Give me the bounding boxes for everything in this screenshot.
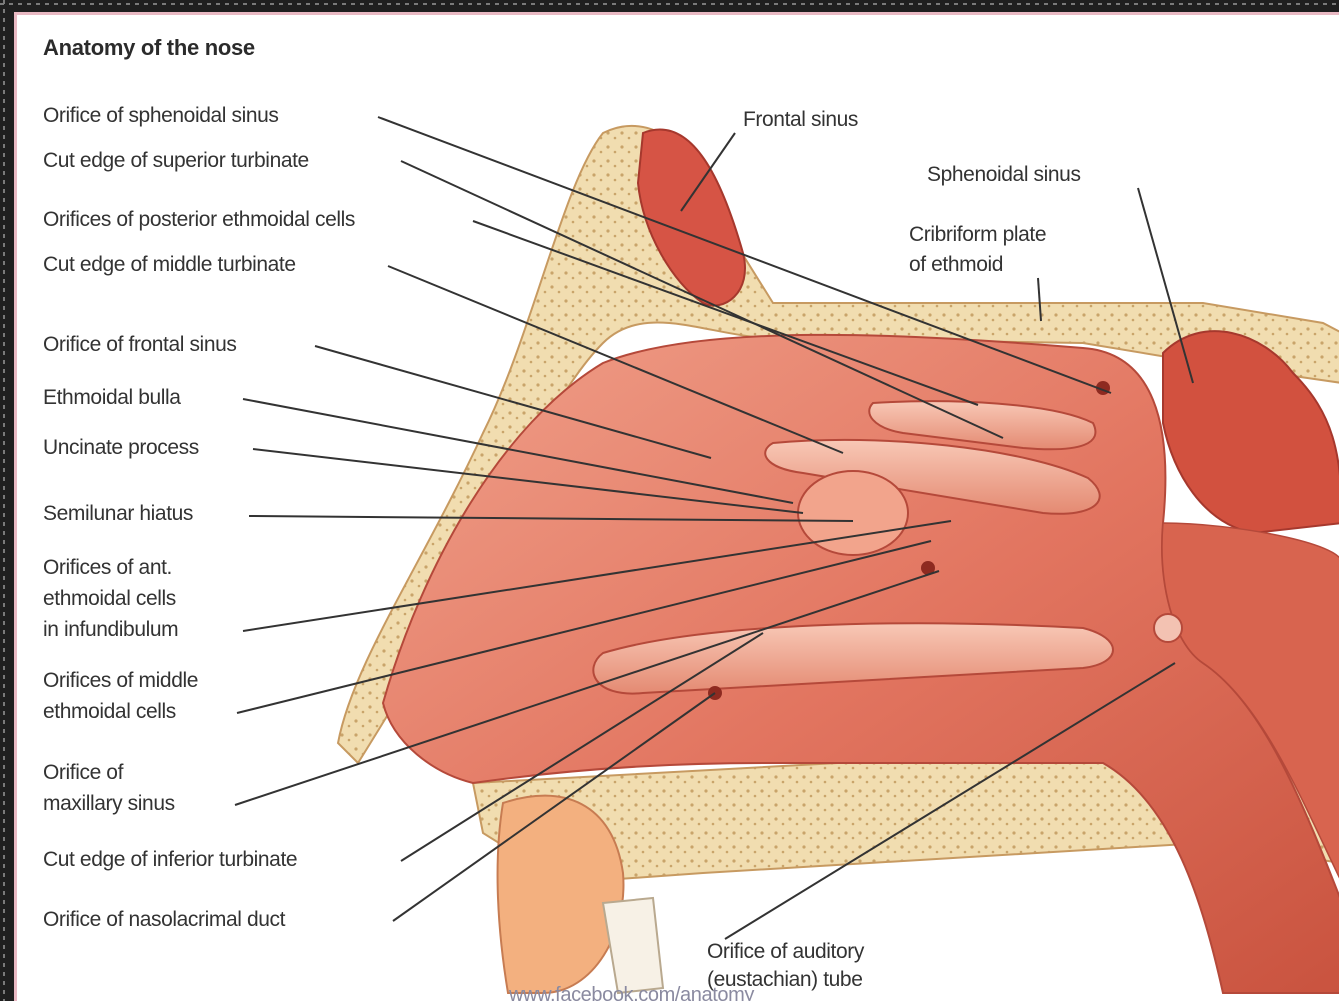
label-orifices-posterior-ethmoidal-cells: Orifices of posterior ethmoidal cells xyxy=(43,205,355,235)
stitched-border-top xyxy=(0,3,1339,5)
label-cribriform-plate: Cribriform plate of ethmoid xyxy=(909,220,1046,280)
label-cut-edge-inferior-turbinate: Cut edge of inferior turbinate xyxy=(43,845,297,875)
label-orifice-sphenoidal-sinus: Orifice of sphenoidal sinus xyxy=(43,101,279,131)
label-orifice-nasolacrimal-duct: Orifice of nasolacrimal duct xyxy=(43,905,285,935)
label-orifices-ant-ethmoidal-cells: Orifices of ant. ethmoidal cells in infu… xyxy=(43,552,178,645)
diagram-title: Anatomy of the nose xyxy=(43,35,255,61)
label-orifice-frontal-sinus: Orifice of frontal sinus xyxy=(43,330,236,360)
stitched-border-left xyxy=(3,0,5,1001)
label-sphenoidal-sinus: Sphenoidal sinus xyxy=(927,160,1081,190)
label-orifice-maxillary-sinus: Orifice of maxillary sinus xyxy=(43,757,175,819)
label-frontal-sinus: Frontal sinus xyxy=(743,105,858,135)
label-cut-edge-middle-turbinate: Cut edge of middle turbinate xyxy=(43,250,296,280)
label-ethmoidal-bulla: Ethmoidal bulla xyxy=(43,383,181,413)
diagram-card: Anatomy of the nose Orifice of sphenoida… xyxy=(14,12,1339,1001)
upper-lip xyxy=(498,796,624,993)
label-semilunar-hiatus: Semilunar hiatus xyxy=(43,499,193,529)
incisor-tooth xyxy=(603,898,663,993)
label-orifices-middle-ethmoidal-cells: Orifices of middle ethmoidal cells xyxy=(43,665,198,727)
label-uncinate-process: Uncinate process xyxy=(43,433,199,463)
auditory-tube-orifice xyxy=(1154,614,1182,642)
watermark-text: www.facebook.com/anatomy xyxy=(509,980,754,1001)
label-cut-edge-superior-turbinate: Cut edge of superior turbinate xyxy=(43,146,309,176)
